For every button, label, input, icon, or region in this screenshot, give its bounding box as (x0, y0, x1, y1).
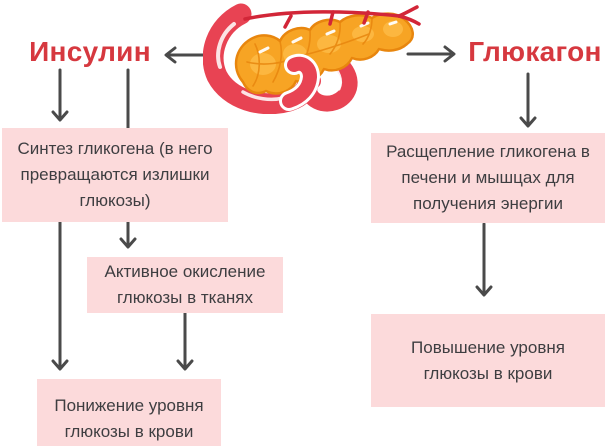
arrow-oxidation-to-lower-glucose (176, 311, 194, 371)
arrow-insulin-to-glycogen-synthesis (51, 68, 69, 122)
arrow-breakdown-to-raise-glucose (475, 222, 493, 297)
glucagon-title: Глюкагон (468, 36, 602, 67)
arrow-glucagon-to-glycogen-breakdown (519, 72, 537, 128)
insulin-title: Инсулин (29, 36, 151, 67)
glucagon-effect-glycogen-breakdown: Расщепление гликогена в печени и мышцах … (371, 133, 605, 223)
arrow-synthesis-to-lower-glucose (51, 220, 69, 371)
insulin-effect-glucose-oxidation: Активное окисление глюкозы в тканях (87, 257, 283, 313)
insulin-outcome-lower-glucose: Понижение уровня глюкозы в крови (37, 379, 221, 446)
insulin-effect-glycogen-synthesis: Синтез гликогена (в него превращаются из… (2, 128, 228, 222)
pancreas-icon (203, 3, 421, 114)
arrow-pancreas-to-glucagon (406, 45, 456, 63)
glucagon-outcome-raise-glucose: Повышение уровня глюкозы в крови (371, 314, 605, 407)
artery-icon (243, 5, 421, 29)
